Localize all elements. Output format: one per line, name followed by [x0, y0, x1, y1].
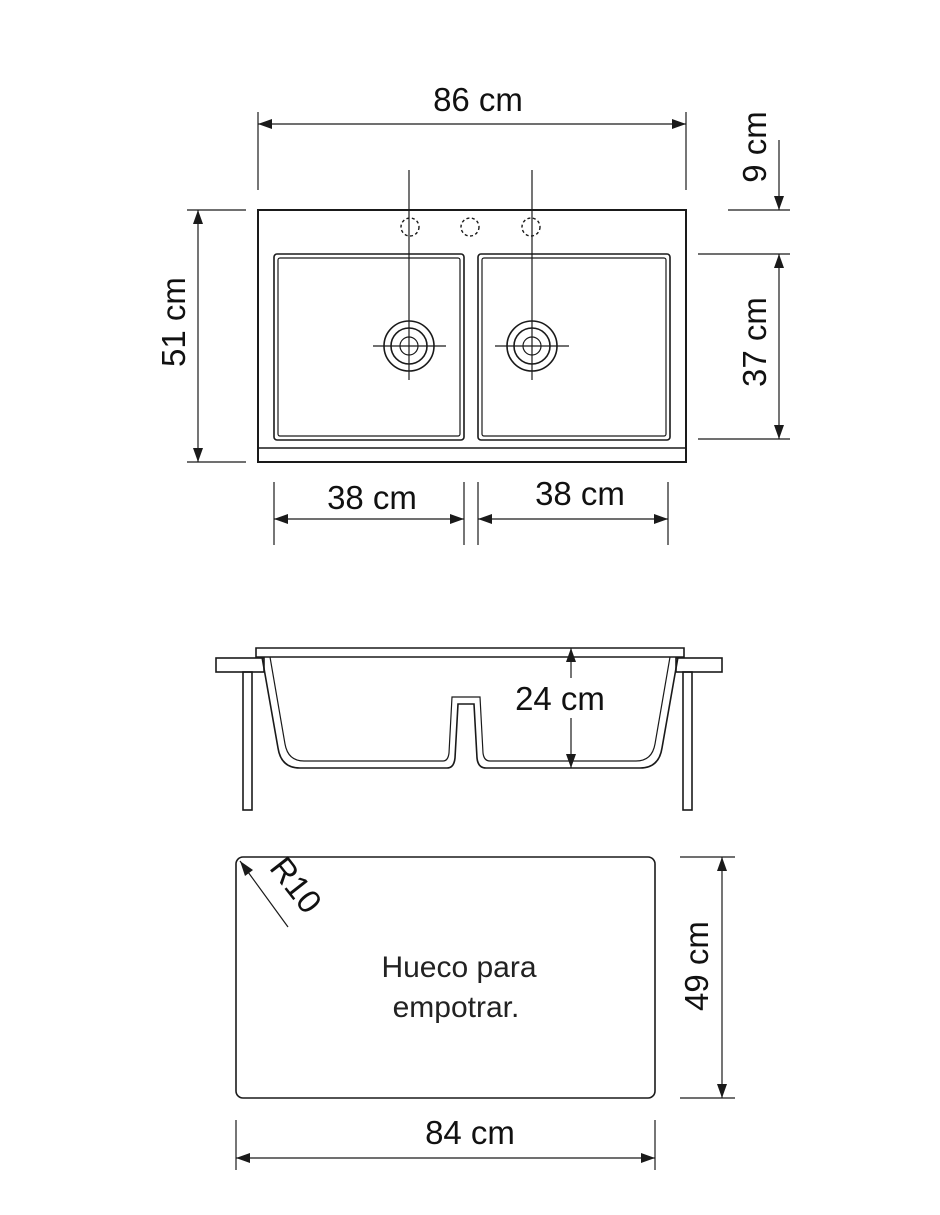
corner-radius-indicator: R10 [239, 850, 329, 928]
cutout-width-label: 84 cm [425, 1114, 515, 1151]
sink-rim [255, 647, 685, 658]
tap-hole-center [460, 217, 480, 237]
right-bowl [477, 253, 671, 441]
dimension-cutout-width: 84 cm [235, 1114, 656, 1170]
left-bowl-width-label: 38 cm [327, 479, 417, 516]
countertop-left [215, 657, 265, 673]
dimension-cutout-height: 49 cm [678, 856, 735, 1099]
bowl-height-label: 24 cm [515, 680, 605, 717]
sink-profile-outer [261, 656, 679, 769]
support-leg-right [682, 671, 693, 811]
left-bowl-inner [277, 257, 461, 437]
bowl-depth-label: 37 cm [736, 297, 773, 387]
dimension-bowl-height: 24 cm [505, 648, 615, 768]
countertop-right [675, 657, 723, 673]
left-drain [373, 320, 446, 372]
dimension-overall-width: 86 cm [257, 81, 687, 190]
right-bowl-width-label: 38 cm [535, 475, 625, 512]
cutout-label-line2: empotrar. [393, 991, 520, 1024]
right-bowl-inner [481, 257, 667, 437]
right-drain [495, 320, 569, 372]
dimension-overall-depth: 51 cm [155, 209, 246, 463]
sink-outline [257, 209, 687, 463]
deck-depth-label: 9 cm [736, 111, 773, 183]
left-bowl [273, 253, 465, 441]
tap-hole-right [521, 217, 541, 237]
support-leg-left [242, 671, 253, 811]
overall-depth-label: 51 cm [155, 277, 192, 367]
cutout-height-label: 49 cm [678, 921, 715, 1011]
corner-radius-label: R10 [263, 850, 329, 920]
dimension-deck-depth: 9 cm [728, 111, 790, 211]
top-view: 86 cm 51 cm 9 cm 37 cm [155, 81, 790, 545]
cutout-view: R10 Hueco para empotrar. 49 cm 84 cm [235, 850, 735, 1170]
overall-width-label: 86 cm [433, 81, 523, 118]
cutout-outline [235, 856, 656, 1099]
cutout-label-line1: Hueco para [381, 951, 536, 984]
sink-profile-inner [269, 656, 671, 762]
tap-hole-left [400, 217, 420, 237]
dimension-right-bowl-width: 38 cm [477, 475, 669, 545]
dimension-bowl-depth: 37 cm [698, 253, 790, 440]
dimension-left-bowl-width: 38 cm [273, 479, 465, 545]
section-view: 24 cm [215, 647, 723, 811]
